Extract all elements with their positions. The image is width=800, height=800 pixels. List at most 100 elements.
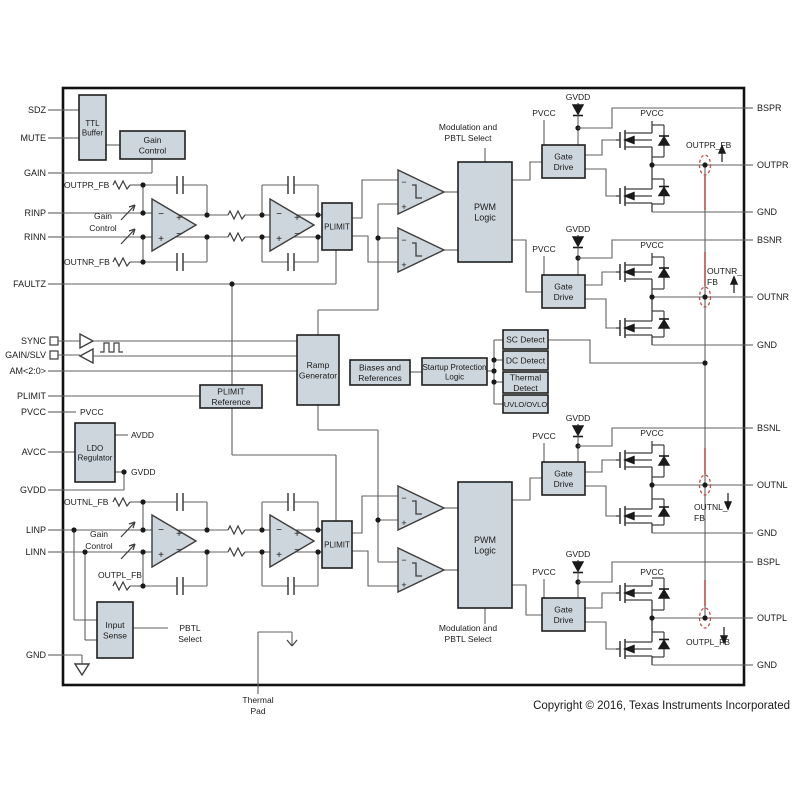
- gvdd-label: GVDD: [566, 413, 591, 423]
- junction-dot: [315, 212, 321, 218]
- current-sense-loop-icon: [698, 286, 712, 308]
- wire: [585, 168, 616, 197]
- pin-label-left: MUTE: [21, 133, 47, 143]
- pin-label-left: SYNC: [21, 336, 47, 346]
- current-sense-loop-icon: [698, 607, 712, 629]
- plimit-reference-label-line: PLIMIT: [217, 386, 244, 396]
- wire: [578, 239, 744, 259]
- plimit-top-label: PLIMIT: [324, 223, 350, 232]
- body-diode-icon: [657, 506, 671, 517]
- variable-gain-arrow-icon: [128, 521, 136, 525]
- pin-label-left: AM<2:0>: [9, 366, 46, 376]
- outnr-fb-sense-label-line: FB: [707, 277, 718, 287]
- comparator-icon: [397, 484, 446, 532]
- gate-drive-2-label-line: Drive: [554, 292, 574, 302]
- variable-gain-arrow-icon: [132, 204, 136, 212]
- thermal-detect-label-line: Thermal: [510, 372, 541, 382]
- ramp-glyph-icon: [412, 184, 422, 199]
- pwm-logic-bottom-label-line: PWM: [474, 535, 496, 545]
- pvcc-label: PVCC: [80, 407, 104, 417]
- outnl-fb-sense-label: OUTNL_FB: [694, 502, 728, 523]
- biases-references-box: [349, 359, 411, 386]
- startup-protection-logic-box: [421, 357, 488, 386]
- gate-drive-4-box: [541, 597, 586, 632]
- ground-icon: [73, 663, 91, 677]
- arrow-icon: [717, 144, 727, 154]
- startup-protection-logic-label-line: Logic: [445, 372, 464, 381]
- pbtl-select-label-line: Select: [178, 634, 202, 644]
- diode-icon: [571, 236, 585, 248]
- resistor-icon: [227, 546, 246, 558]
- ramp-glyph-icon: [412, 242, 422, 257]
- pin-label-right: OUTPR: [757, 160, 789, 170]
- junction-dot: [140, 583, 146, 589]
- variable-gain-arrow-icon: [120, 543, 136, 560]
- junction-dot: [491, 368, 497, 374]
- gvdd-label: GVDD: [566, 549, 591, 559]
- pvcc-label: PVCC: [532, 431, 556, 441]
- opamp-minus-sign: −: [158, 525, 164, 536]
- junction-dot: [140, 499, 146, 505]
- gate-drive-3-label-line: Gate: [554, 468, 573, 478]
- pin-label-left: PVCC: [21, 407, 47, 417]
- junction-dot: [71, 527, 77, 533]
- wire: [352, 495, 398, 534]
- ramp-generator-box: [296, 334, 340, 406]
- ttl-buffer-label-line: TTL: [85, 119, 100, 128]
- opamp-icon: [269, 197, 316, 253]
- wire: [585, 139, 616, 156]
- nmos-mosfet-icon: [623, 323, 635, 333]
- arrow-icon: [719, 635, 729, 645]
- outnl-fb-sense-label-line: FB: [694, 513, 705, 523]
- junction-dot: [259, 234, 265, 240]
- outpl-fb-sense-label: OUTPL_FB: [686, 637, 730, 647]
- sc-detect-label: SC Detect: [506, 335, 545, 345]
- outnr-fb-sense-label-line: OUTNR_: [707, 266, 742, 276]
- junction-dot: [649, 482, 655, 488]
- comparator-plus-sign: +: [401, 260, 406, 270]
- junction-dot: [82, 549, 88, 555]
- wire: [512, 477, 542, 501]
- junction-dot: [649, 162, 655, 168]
- junction-dot: [204, 549, 210, 555]
- wire: [512, 239, 542, 293]
- nmos-mosfet-icon: [623, 588, 635, 598]
- plimit-reference-label-line: Reference: [211, 397, 250, 407]
- body-diode-icon: [657, 318, 671, 329]
- dc-detect-box: [502, 350, 549, 371]
- resistor-icon: [112, 580, 131, 592]
- junction-dot: [649, 615, 655, 621]
- gate-drive-2-box: [541, 274, 586, 309]
- junction-dot: [315, 234, 321, 240]
- diode-icon: [571, 561, 585, 573]
- thermal-detect-label-line: Detect: [513, 383, 538, 393]
- body-diode-icon: [657, 135, 671, 146]
- biases-references-label-line: References: [358, 373, 401, 383]
- comparator-icon: [397, 168, 446, 216]
- junction-dot: [259, 549, 265, 555]
- opamp-icon: [269, 513, 316, 569]
- ldo-regulator-box: [74, 422, 116, 483]
- comparator-minus-sign: −: [401, 235, 406, 245]
- comparator-plus-sign: +: [401, 518, 406, 528]
- resistor-icon: [112, 496, 131, 508]
- pvcc-label: PVCC: [640, 567, 664, 577]
- modulation-pbtl-label-line: Modulation and: [439, 623, 497, 633]
- biases-references-label-line: Biases and: [359, 362, 401, 372]
- comparator-plus-sign: +: [401, 580, 406, 590]
- ramp-glyph-icon: [412, 562, 422, 577]
- junction-dot: [121, 469, 127, 475]
- square-wave-icon: [100, 342, 123, 353]
- pin-label-right: BSNL: [757, 423, 781, 433]
- pwm-logic-bottom-box: [457, 481, 513, 609]
